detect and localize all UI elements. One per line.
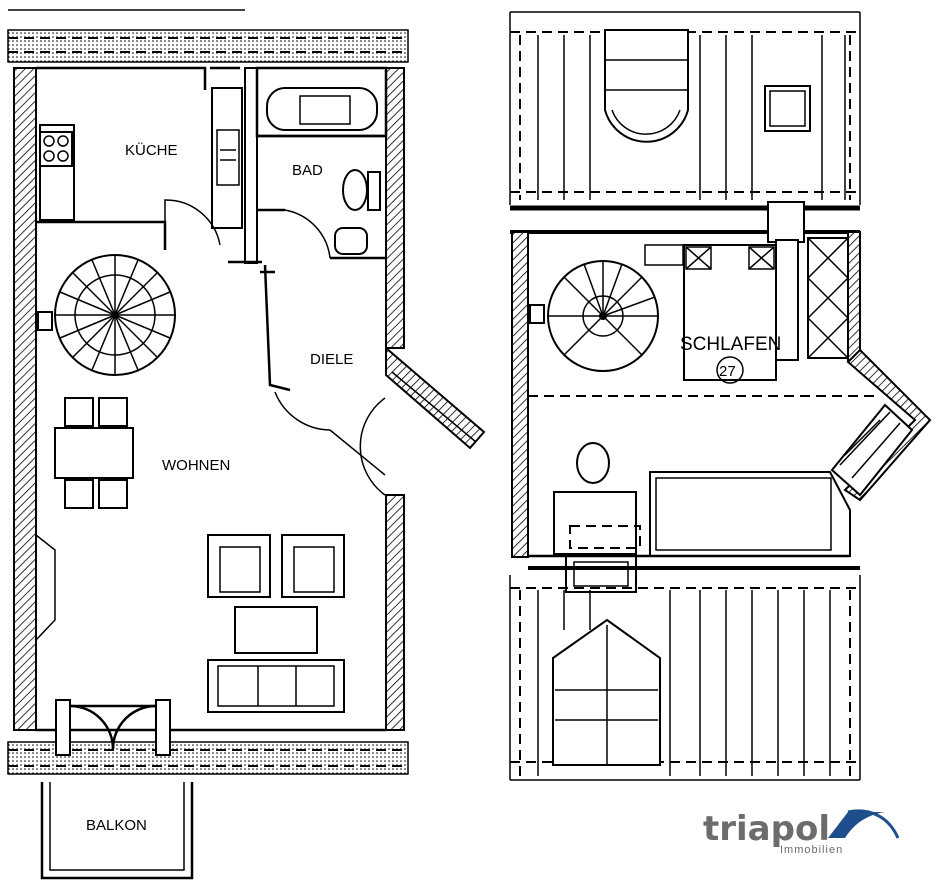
room-label-bad: BAD	[292, 162, 323, 179]
top-roof-band	[7, 9, 409, 63]
room-label-kueche: KÜCHE	[125, 141, 178, 159]
bottom-roof-band	[7, 741, 409, 775]
balcony-door	[55, 699, 171, 756]
right-outer-wall-lower	[385, 494, 405, 731]
lower-floor-plan: KÜCHE BAD DIELE	[7, 9, 486, 880]
left-outer-wall	[13, 67, 37, 731]
lower-roof-area	[509, 575, 861, 781]
skylight	[764, 85, 811, 132]
living-room-furniture	[207, 534, 345, 713]
right-outer-wall-upper	[385, 67, 405, 349]
toilet-icon	[342, 169, 368, 211]
kitchen: KÜCHE	[36, 66, 243, 250]
room-label-wohnen: WOHNEN	[162, 457, 230, 474]
bathroom: BAD	[255, 66, 388, 260]
room-label-balkon: BALKON	[86, 817, 147, 834]
sofa	[207, 659, 345, 713]
logo-sub: Immobilien	[780, 844, 843, 856]
diele-bay-wall	[385, 345, 486, 450]
sink-icon	[334, 227, 368, 255]
upper-roof-area	[509, 11, 861, 205]
room-label-schlafen: SCHLAFEN	[680, 334, 781, 355]
logo-swoosh-icon	[828, 812, 885, 838]
spiral-staircase	[54, 254, 176, 376]
balcony: BALKON	[40, 782, 194, 880]
triapol-logo: triapol Immobilien	[703, 809, 900, 856]
room-label-diele: DIELE	[310, 351, 353, 368]
bed	[644, 244, 777, 381]
dining-table	[54, 397, 134, 509]
room-area-schlafen: 27	[719, 363, 736, 380]
logo-brand: triapol	[703, 809, 830, 849]
spiral-staircase-upper	[547, 260, 659, 372]
upper-floor-plan: SCHLAFEN 27	[509, 11, 932, 856]
